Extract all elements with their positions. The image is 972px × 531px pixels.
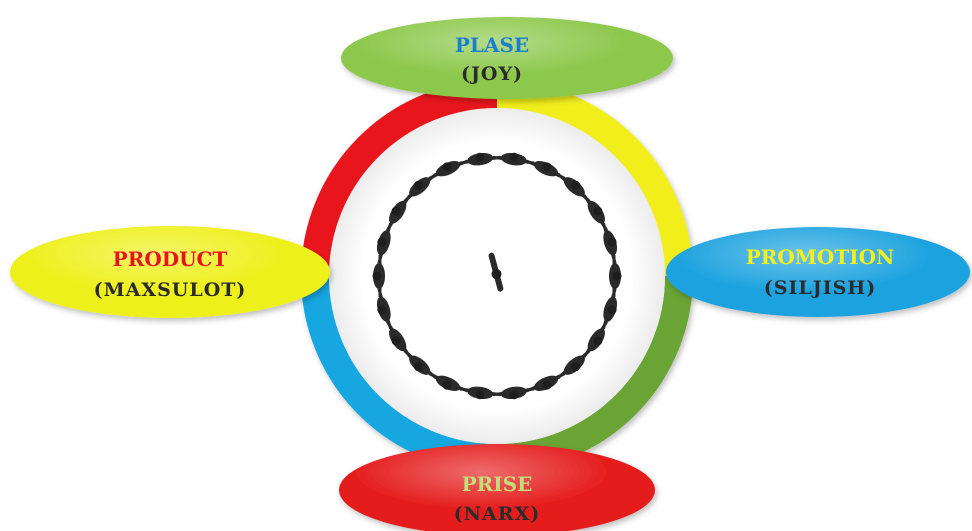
person-figure (459, 152, 502, 166)
person-figure (602, 222, 618, 264)
person-figure (557, 172, 591, 203)
segment-product-title: PRODUCT (113, 247, 228, 271)
people-circle-image (372, 152, 622, 400)
person-figure (386, 320, 411, 358)
segment-product-subtitle: (MAXSULOT) (94, 279, 247, 301)
segment-prise-subtitle: (NARX) (454, 503, 541, 525)
segment-place (341, 17, 673, 99)
segment-place-subtitle: (JOY) (461, 63, 523, 85)
segment-place-shine (341, 17, 673, 99)
segment-promotion-shine (666, 227, 970, 317)
ring-arc-red (301, 80, 498, 277)
segment-prise-title: PRISE (462, 472, 533, 496)
center-person-figure (488, 252, 504, 292)
segment-product (10, 226, 330, 318)
segment-promotion-title: PROMOTION (746, 245, 895, 269)
ring-arc-yellow (496, 80, 693, 277)
segment-prise (339, 444, 655, 531)
segment-prise-shine (339, 444, 655, 531)
person-figure (372, 254, 385, 298)
segment-product-shine (10, 226, 330, 318)
segment-promotion (666, 227, 970, 317)
person-figure (583, 320, 608, 358)
segment-place-title: PLASE (455, 33, 529, 57)
person-figure (525, 372, 566, 393)
segment-promotion-subtitle: (SILJISH) (764, 277, 877, 299)
